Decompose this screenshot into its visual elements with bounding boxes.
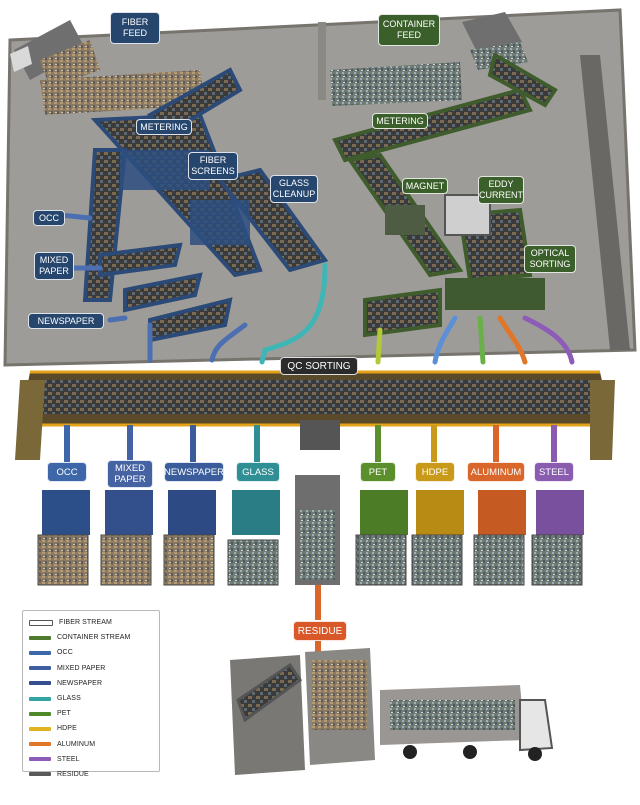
legend-swatch	[29, 635, 51, 640]
fiber-delivery-truck	[10, 20, 100, 88]
legend-row: ALUMINUM	[29, 737, 153, 752]
fiber-tipping-floor	[40, 70, 205, 115]
output-label-glass: GLASS	[236, 462, 280, 482]
legend-label: HDPE	[57, 725, 77, 733]
legend-row: NEWSPAPER	[29, 676, 153, 691]
output-label-pet: PET	[360, 462, 396, 482]
legend-row: HDPE	[29, 721, 153, 736]
legend-row: RESIDUE	[29, 767, 153, 782]
legend-row: OCC	[29, 645, 153, 660]
occ-input-label: OCC	[33, 210, 65, 226]
flow-arrows	[57, 212, 575, 365]
legend-label: GLASS	[57, 695, 81, 703]
output-label-hdpe: HDPE	[415, 462, 455, 482]
legend-swatch	[29, 772, 51, 777]
legend-label: MIXED PAPER	[57, 664, 106, 672]
legend-swatch	[29, 619, 53, 626]
legend-swatch	[29, 726, 51, 731]
output-label-steel: STEEL	[534, 462, 574, 482]
legend-swatch	[29, 742, 51, 747]
qc-sorting-label: QC SORTING	[280, 357, 358, 375]
legend-row: CONTAINER STREAM	[29, 630, 153, 645]
legend-label: RESIDUE	[57, 770, 89, 778]
legend: FIBER STREAM CONTAINER STREAM OCC MIXED …	[22, 610, 160, 778]
residue-label: RESIDUE	[293, 621, 347, 641]
legend-row: MIXED PAPER	[29, 661, 153, 676]
output-label-aluminum: ALUMINUM	[467, 462, 525, 482]
output-label-newspaper: NEWSPAPER	[164, 462, 224, 482]
legend-row: GLASS	[29, 691, 153, 706]
container-feed-label: CONTAINER FEED	[378, 14, 440, 46]
legend-swatch	[29, 650, 51, 655]
container-conveyors	[332, 51, 558, 338]
optical-sorting-label: OPTICAL SORTING	[524, 245, 576, 273]
fiber-screens-label: FIBER SCREENS	[188, 152, 238, 180]
container-tipping-floor	[330, 62, 462, 106]
legend-row: FIBER STREAM	[29, 615, 153, 630]
qc-platform	[15, 370, 615, 460]
glass-cleanup-label: GLASS CLEANUP	[270, 175, 318, 203]
legend-swatch	[29, 666, 51, 671]
legend-label: FIBER STREAM	[59, 619, 112, 627]
side-ramp	[580, 55, 630, 350]
container-metering-label: METERING	[372, 113, 428, 129]
fiber-metering-label: METERING	[136, 119, 192, 135]
mixed-paper-input-label: MIXED PAPER	[34, 252, 74, 280]
legend-label: PET	[57, 710, 71, 718]
legend-row: PET	[29, 706, 153, 721]
balers	[37, 475, 584, 586]
newspaper-input-label: NEWSPAPER	[28, 313, 104, 329]
divider-wall	[318, 22, 326, 100]
legend-label: NEWSPAPER	[57, 679, 103, 687]
legend-label: OCC	[57, 649, 73, 657]
legend-row: STEEL	[29, 752, 153, 767]
fiber-feed-label: FIBER FEED	[110, 12, 160, 44]
legend-swatch	[29, 696, 51, 701]
magnet-label: MAGNET	[402, 178, 448, 194]
fiber-conveyors	[82, 67, 329, 343]
container-delivery-truck	[462, 12, 528, 70]
legend-label: STEEL	[57, 755, 80, 763]
legend-swatch	[29, 711, 51, 716]
residue-area	[230, 648, 554, 775]
legend-swatch	[29, 681, 51, 686]
legend-label: CONTAINER STREAM	[57, 634, 131, 642]
legend-label: ALUMINUM	[57, 740, 96, 748]
eddy-current-label: EDDY CURRENT	[478, 176, 524, 204]
output-label-occ: OCC	[47, 462, 87, 482]
legend-swatch	[29, 757, 51, 762]
output-label-mixed-paper: MIXED PAPER	[107, 460, 153, 488]
